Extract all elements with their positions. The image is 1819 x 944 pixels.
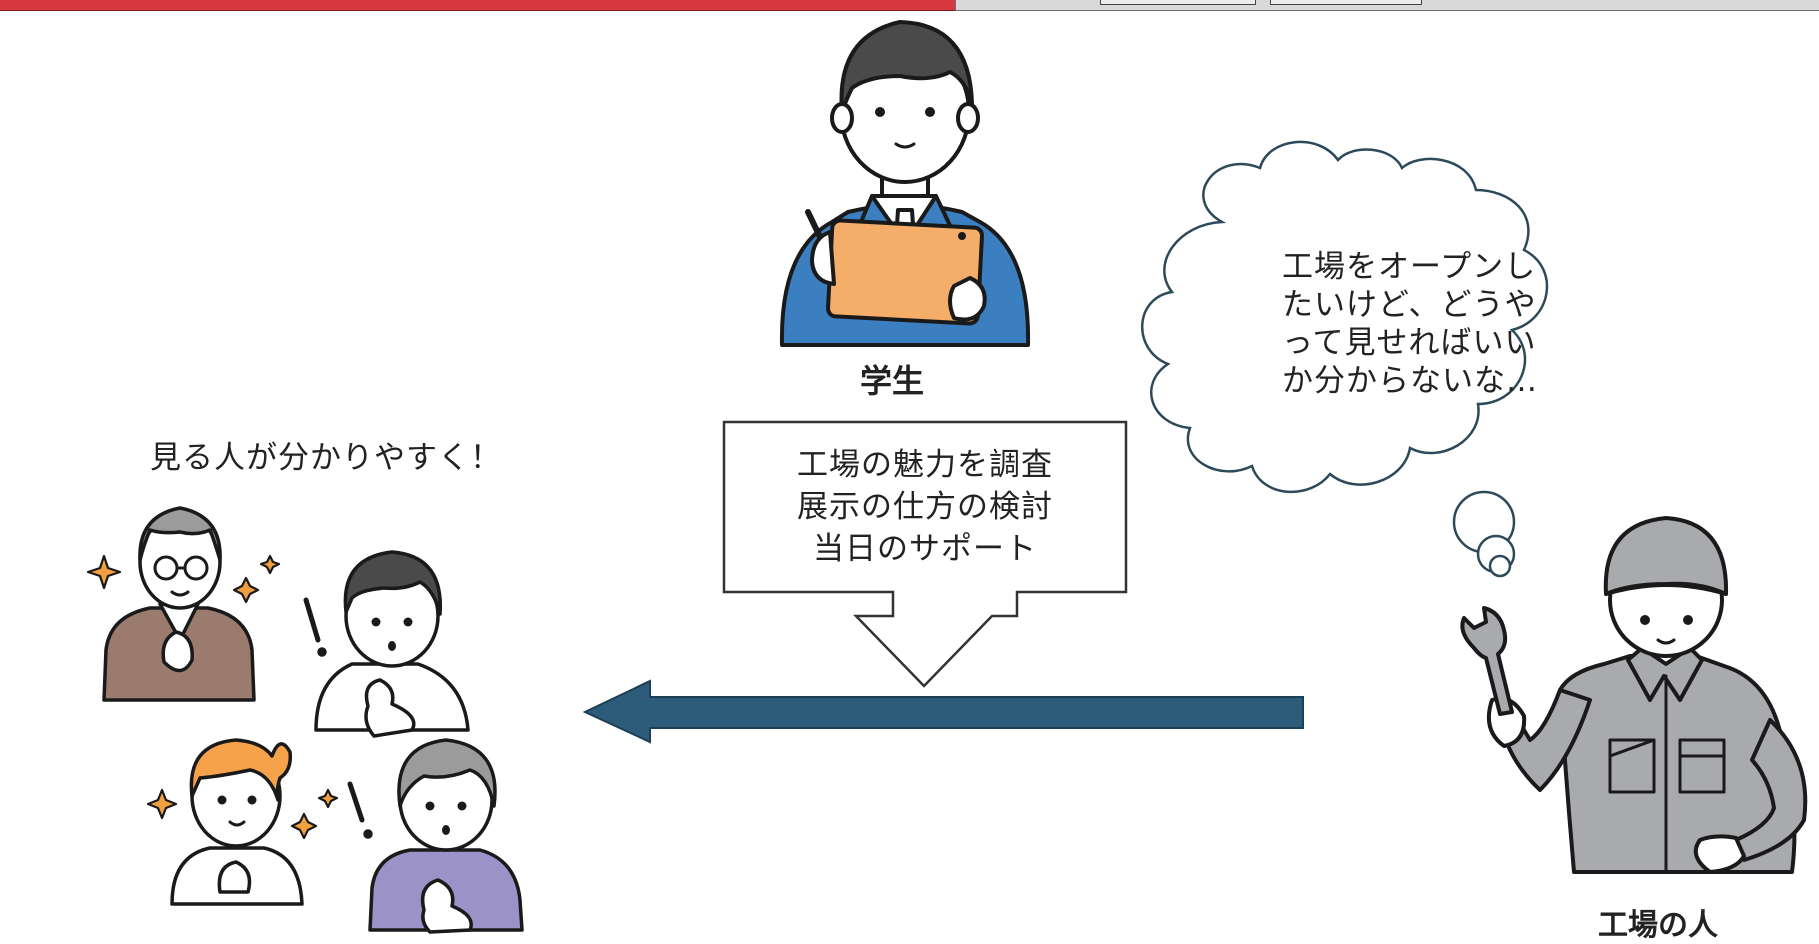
top-red-bar [0,0,955,11]
task-line-support: 当日のサポート [813,531,1037,567]
sparkle-icon [232,576,260,604]
sparkle-icon [290,812,318,840]
task-callout-shape [722,420,1128,688]
visitor-young-man [303,550,470,738]
sparkle-icon [317,788,339,809]
sparkle-icon [259,554,281,575]
sparkle-icon [86,554,122,590]
sparkle-group [86,554,339,840]
task-box: 工場の魅力を調査 展示の仕方の検討 当日のサポート [724,422,1126,592]
thought-line: か分からないな… [1282,363,1538,399]
visitor-girl [170,738,304,906]
factory-person-label: 工場の人 [1598,908,1718,943]
thought-text: 工場をオープンし たいけど、どうや って見せればいい か分からないな… [1282,248,1544,400]
thought-bubble-small [1488,554,1512,578]
visitor-elderly-man [102,506,256,702]
top-tab-left[interactable] [1100,0,1256,5]
task-line-exhibit: 展示の仕方の検討 [797,489,1053,525]
task-line-research: 工場の魅力を調査 [797,447,1053,483]
student-figure [779,20,1031,347]
top-gray-bar [955,0,1819,11]
thought-line: たいけど、どうや [1282,287,1537,323]
thought-cloud [1141,140,1549,494]
top-tab-right[interactable] [1270,0,1422,5]
flow-arrow [582,679,1304,744]
factory-worker-figure [1460,516,1808,874]
visitors-caption: 見る人が分かりやすく！ [150,440,502,476]
thought-line: って見せればいい [1282,325,1537,361]
thought-line: 工場をオープンし [1282,249,1537,285]
student-label: 学生 [860,362,925,400]
sparkle-icon [146,788,178,820]
visitor-gray-haired-woman [347,738,524,934]
